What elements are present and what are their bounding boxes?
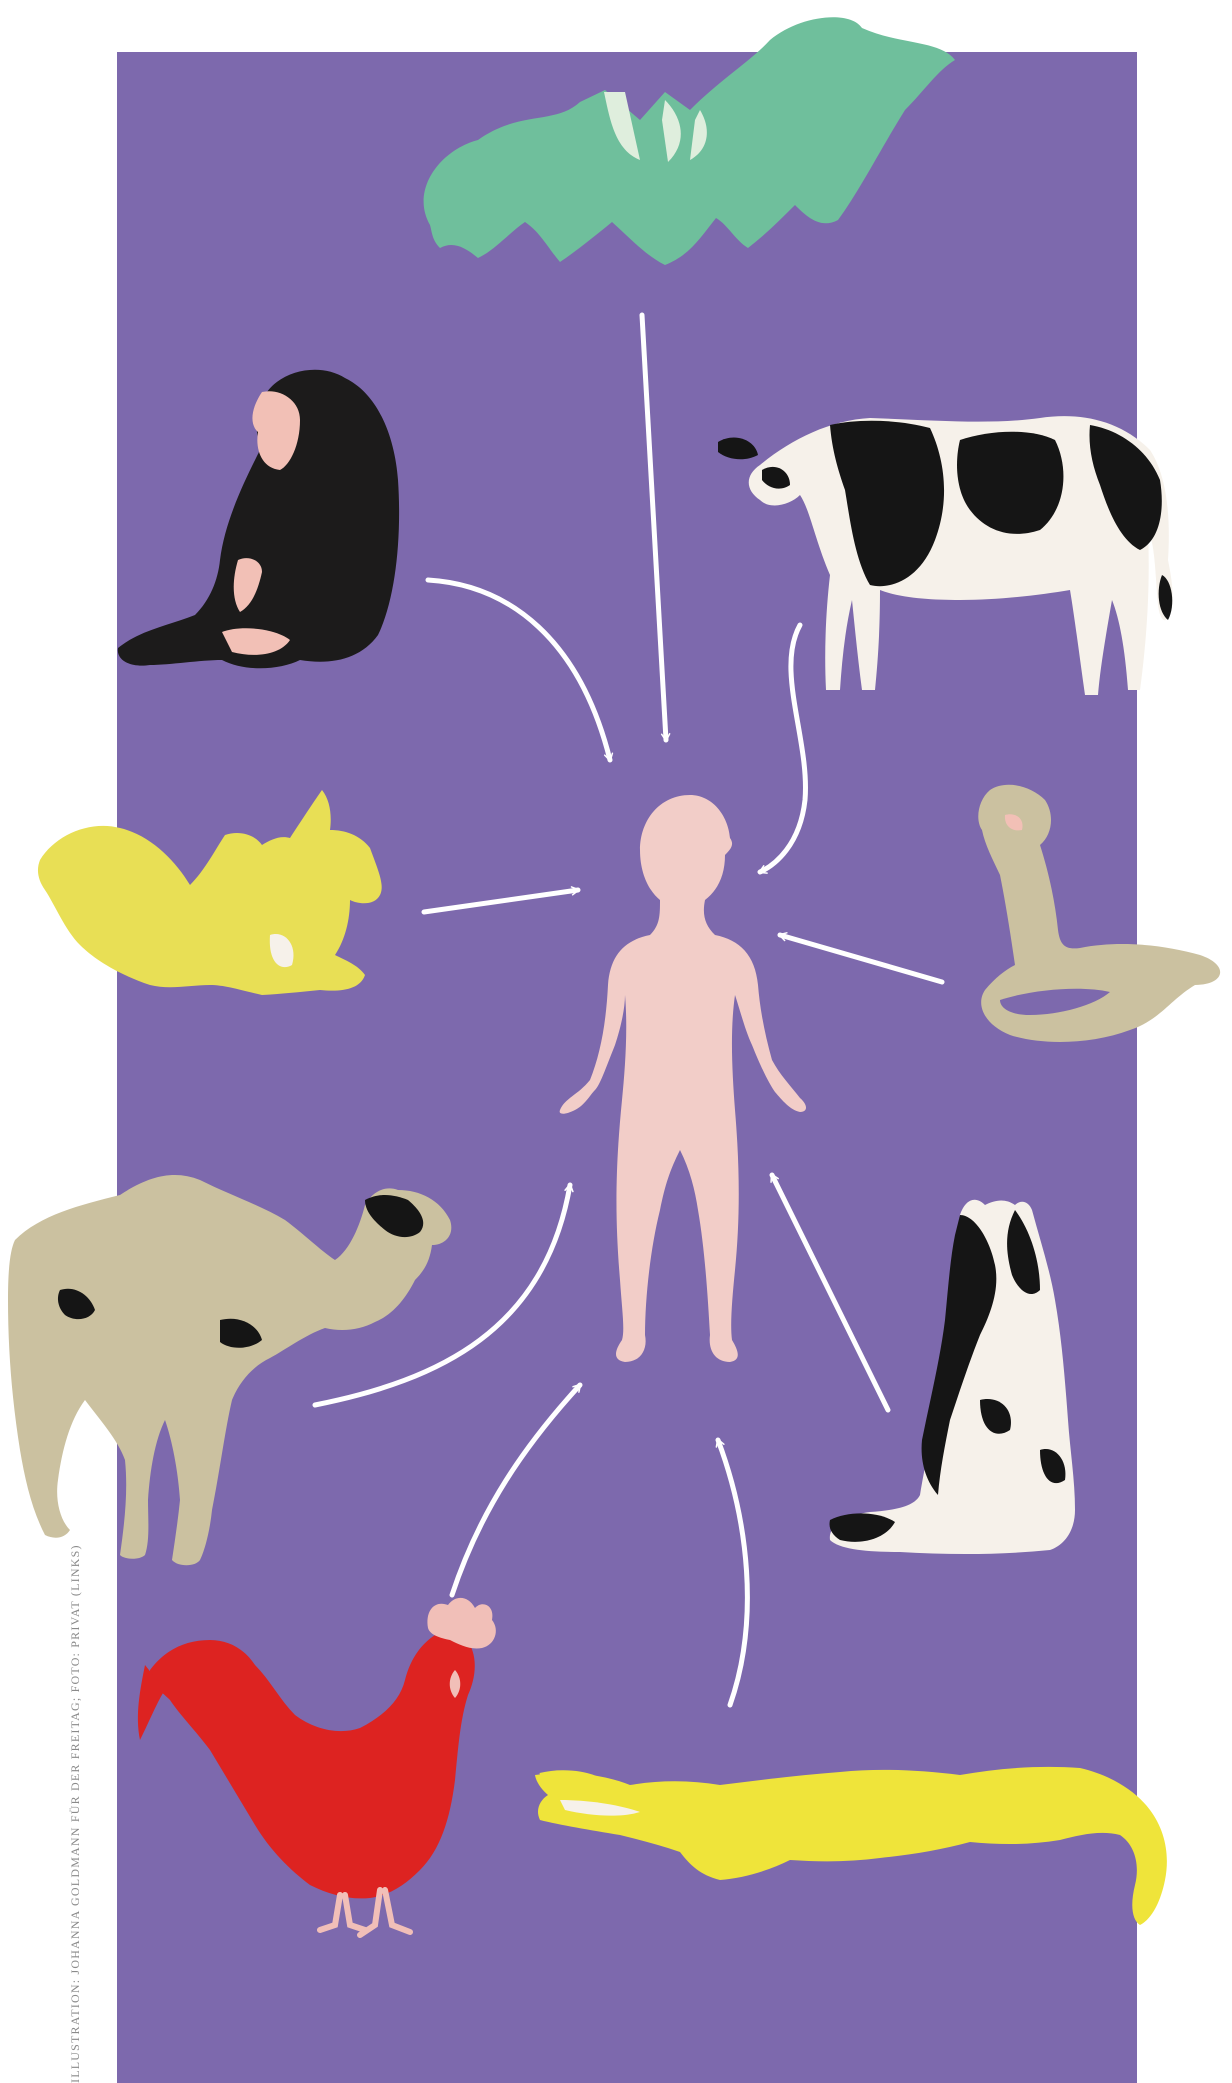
image-credit: ILLUSTRATION: JOHANNA GOLDMANN FÜR DER F… (68, 1544, 83, 2083)
